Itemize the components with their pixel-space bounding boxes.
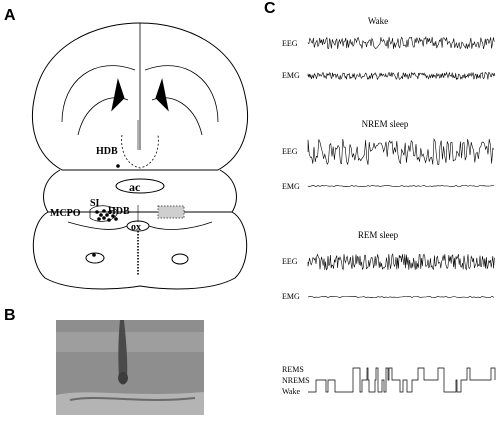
histology-photo xyxy=(56,320,204,415)
label-ac: ac xyxy=(129,180,141,194)
septum-outline xyxy=(121,134,159,169)
basal-contour xyxy=(67,221,213,230)
label-hdb-upper: HDB xyxy=(96,146,118,157)
photo-fiber-band xyxy=(69,397,196,401)
middle-section-outline xyxy=(43,169,237,213)
trace-nrem-eeg xyxy=(307,137,495,165)
panel-c-letter: C xyxy=(264,0,276,17)
label-nrem-emg: EMG xyxy=(282,182,300,191)
title-wake: Wake xyxy=(368,16,388,26)
label-rem-emg: EMG xyxy=(282,292,300,301)
label-mcpo: MCPO xyxy=(50,208,81,219)
striatum-arc-right xyxy=(151,97,203,136)
electrode-sites xyxy=(92,164,120,257)
inner-contour xyxy=(61,65,219,123)
label-ox: ox xyxy=(131,222,141,233)
hypnogram-trace xyxy=(308,367,496,393)
electrode-site xyxy=(116,164,120,168)
striatum-arc-left xyxy=(77,97,129,136)
electrode-site xyxy=(99,213,103,217)
hypnogram-level-wake: Wake xyxy=(282,387,300,396)
trace-wake-eeg xyxy=(307,35,495,50)
label-rem-eeg: EEG xyxy=(282,257,298,266)
coronal-brain-section xyxy=(32,22,248,290)
trace-rem-emg xyxy=(307,295,495,299)
photo-light-band xyxy=(56,332,204,352)
hypnogram-level-nrems: NREMS xyxy=(282,376,310,385)
si-region-outline xyxy=(89,205,119,222)
label-nrem-eeg: EEG xyxy=(282,147,298,156)
anterior-commissure xyxy=(115,178,165,194)
electrode-site xyxy=(111,214,115,218)
electrode-site xyxy=(114,217,118,221)
cortex-outline xyxy=(32,22,248,171)
electrode-site xyxy=(107,218,111,222)
lower-section-outline xyxy=(32,211,248,290)
electrode-site xyxy=(97,217,101,221)
trace-nrem-emg xyxy=(307,185,495,187)
electrode-site xyxy=(102,216,106,220)
electrode-site xyxy=(108,210,112,214)
electrode-site xyxy=(92,253,96,257)
electrode-site xyxy=(102,209,106,213)
title-nrem: NREM sleep xyxy=(362,119,409,129)
trace-wake-emg xyxy=(307,71,496,81)
ventral-oval-left xyxy=(85,252,105,264)
lateral-ventricle-right xyxy=(155,78,169,112)
trace-rem-eeg xyxy=(307,253,495,271)
panel-a-letter: A xyxy=(4,7,16,24)
hypnogram-level-rems: REMS xyxy=(282,365,304,374)
panel-b-letter: B xyxy=(4,307,16,324)
label-wake-eeg: EEG xyxy=(282,39,298,48)
title-rem: REM sleep xyxy=(358,230,399,240)
lateral-ventricle-left xyxy=(111,78,125,112)
label-hdb-lower: HDB xyxy=(108,206,130,217)
label-si: SI xyxy=(90,198,100,209)
lesion-spot xyxy=(118,372,128,384)
electrode-track-photo xyxy=(118,320,128,385)
electrode-site xyxy=(95,210,99,214)
photo-lower-band xyxy=(56,392,204,415)
ventral-oval-right xyxy=(171,253,189,265)
label-wake-emg: EMG xyxy=(282,71,300,80)
hatched-target-region xyxy=(157,205,185,219)
electrode-site xyxy=(105,213,109,217)
